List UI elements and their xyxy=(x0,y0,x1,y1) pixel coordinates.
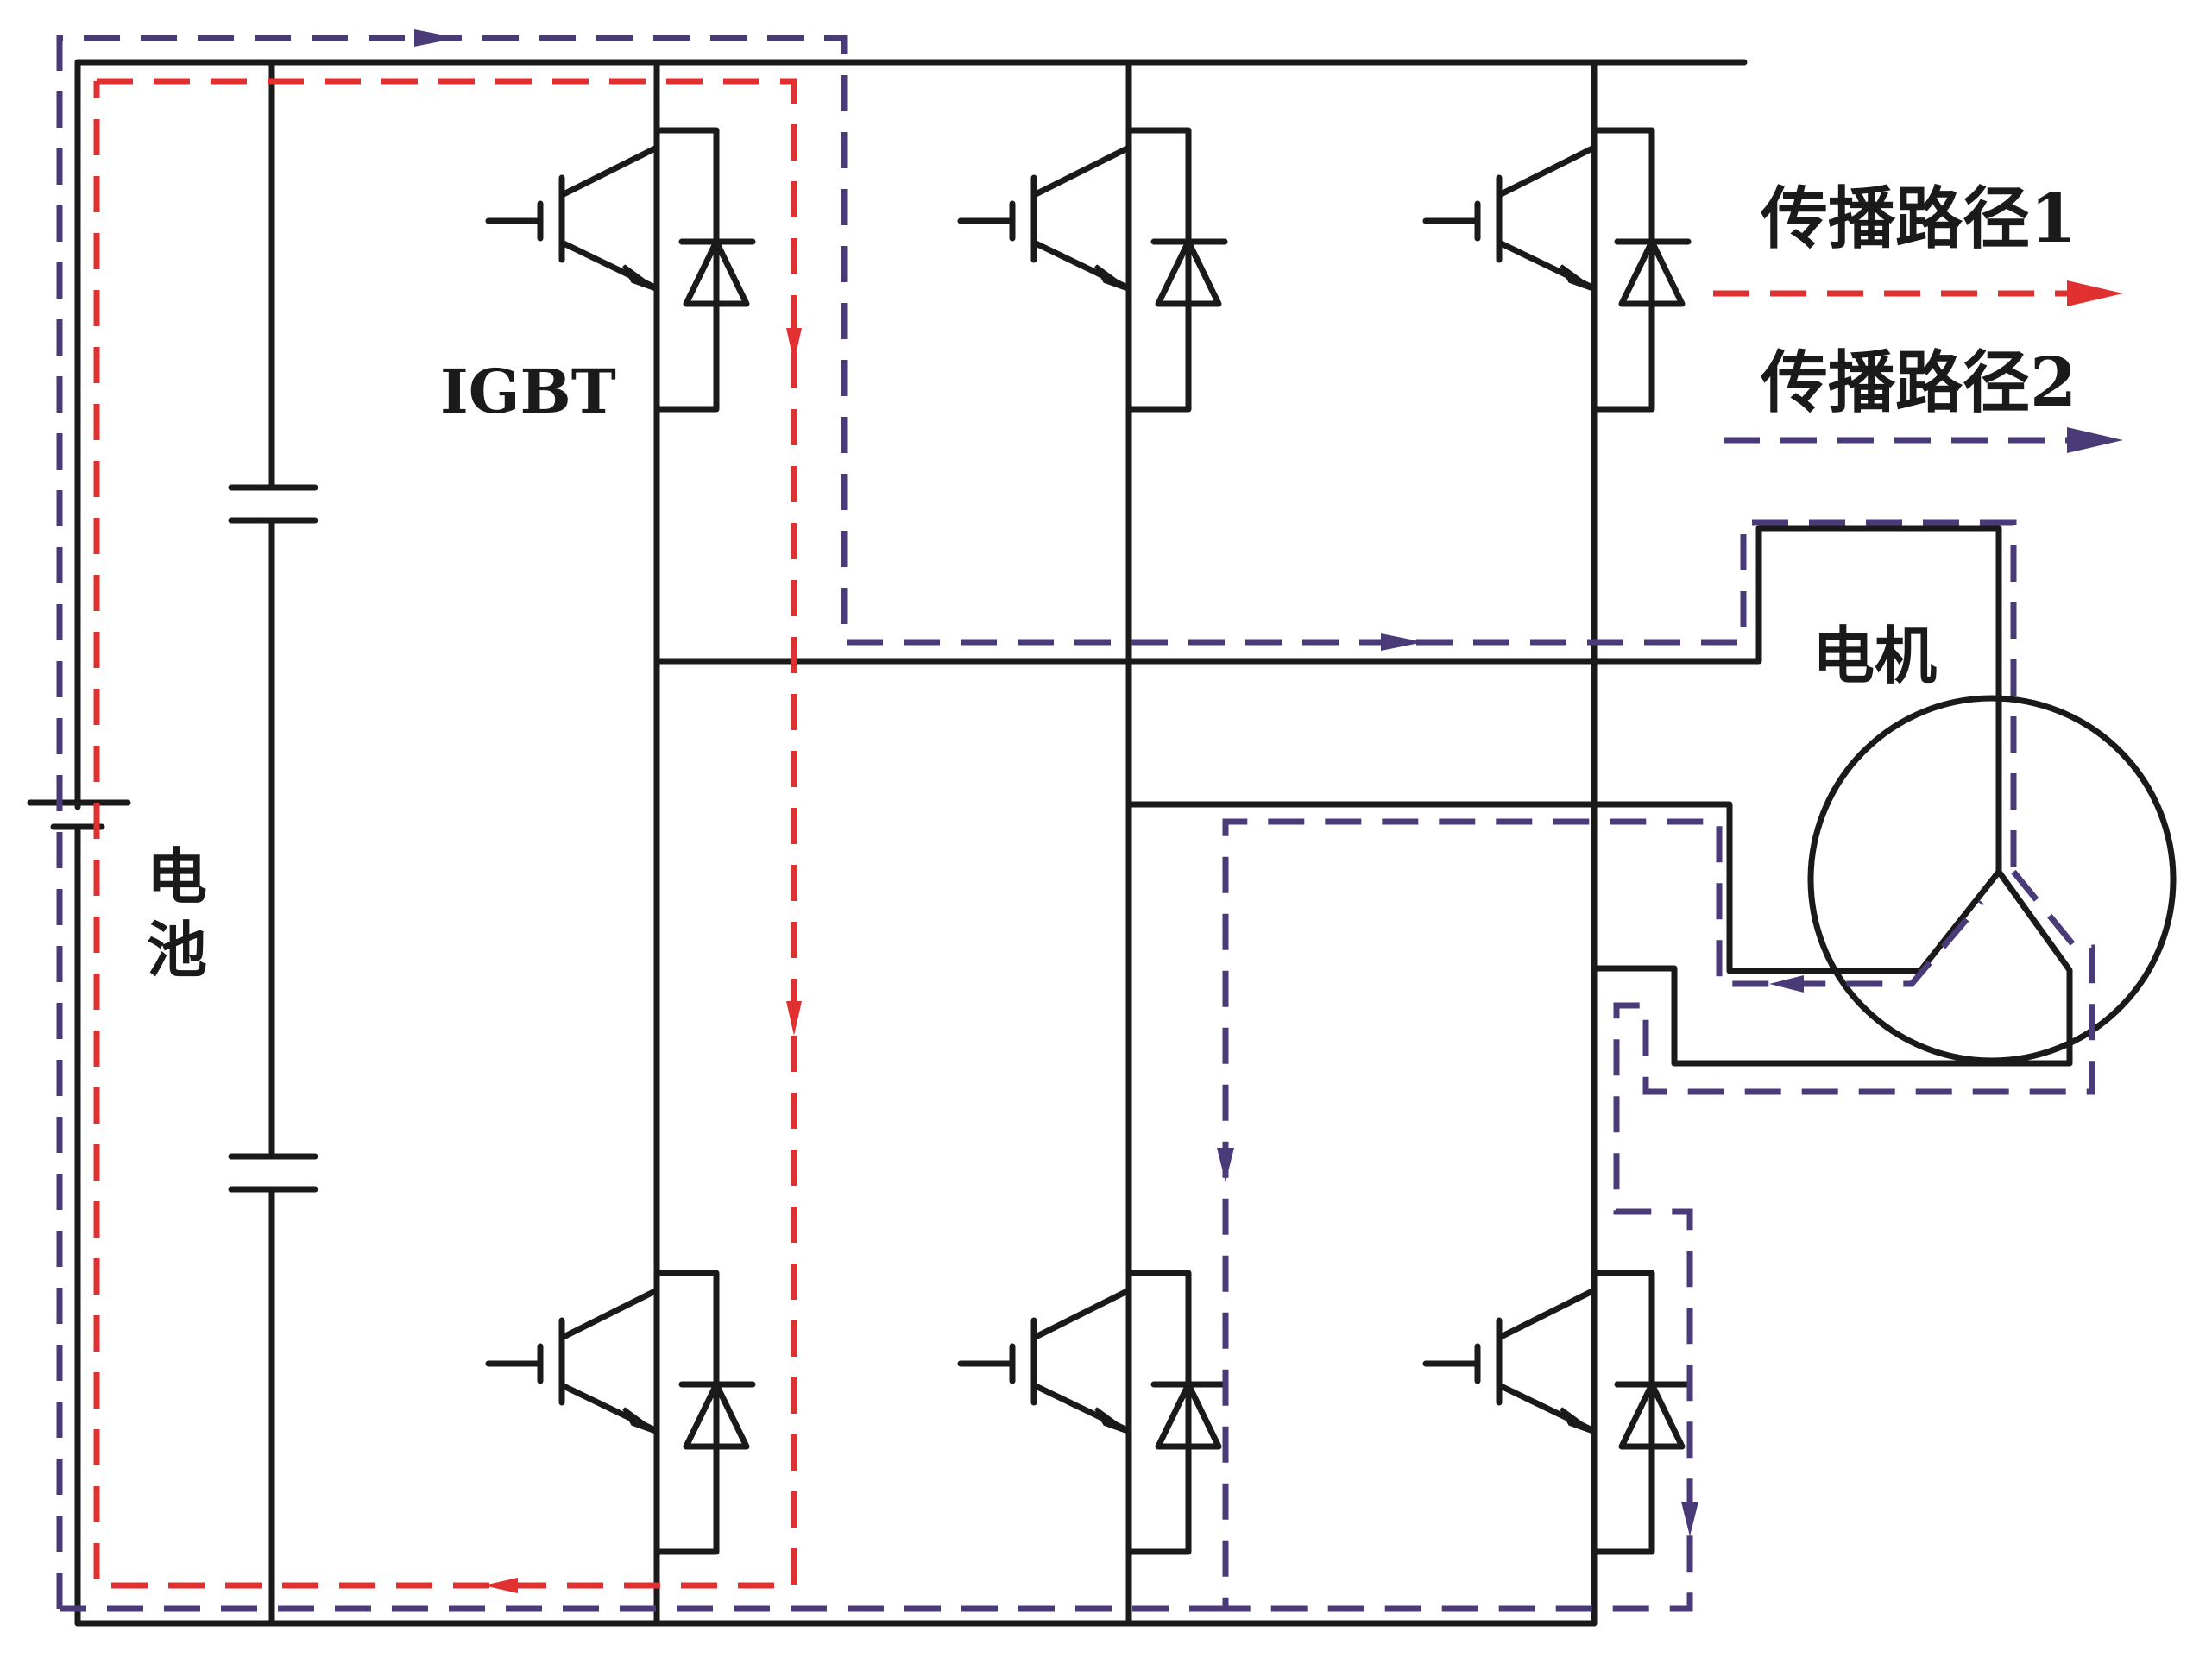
igbt-upper-c xyxy=(1426,127,1692,413)
path2-arrow-motor xyxy=(1769,975,1804,993)
igbt-lower-c xyxy=(1426,1270,1692,1555)
propagation-path-1 xyxy=(93,78,802,1593)
igbt-upper-a xyxy=(488,127,756,413)
legend-arrow-path-1 xyxy=(2067,280,2123,306)
legend-label-path-2: 传播路径2 xyxy=(1760,344,2077,422)
path1-arrow-left xyxy=(483,1578,518,1593)
igbt-lower-a xyxy=(488,1270,756,1555)
path2-arrow-down-right xyxy=(1681,1502,1698,1536)
motor-label: 电机 xyxy=(1812,619,1937,692)
path2-arrow-down-left xyxy=(1217,1148,1234,1182)
battery-label-2: 池 xyxy=(147,914,207,986)
igbt-label: IGBT xyxy=(440,356,616,427)
legend: 传播路径1 传播路径2 xyxy=(1713,180,2123,453)
igbt-upper-b xyxy=(961,127,1228,413)
battery-label-1: 电 xyxy=(147,841,207,912)
igbt-lower-b xyxy=(961,1270,1228,1555)
motor-circle xyxy=(1807,695,2177,1064)
path1-arrow-down-2 xyxy=(786,1001,802,1036)
path2-arrow-mid xyxy=(1381,633,1424,651)
legend-label-path-1: 传播路径1 xyxy=(1760,180,2077,258)
propagation-path-2 xyxy=(56,29,2095,1612)
path1-arrow-down-1 xyxy=(786,328,802,362)
path2-arrow-top xyxy=(414,29,457,47)
legend-arrow-path-2 xyxy=(2067,427,2123,453)
